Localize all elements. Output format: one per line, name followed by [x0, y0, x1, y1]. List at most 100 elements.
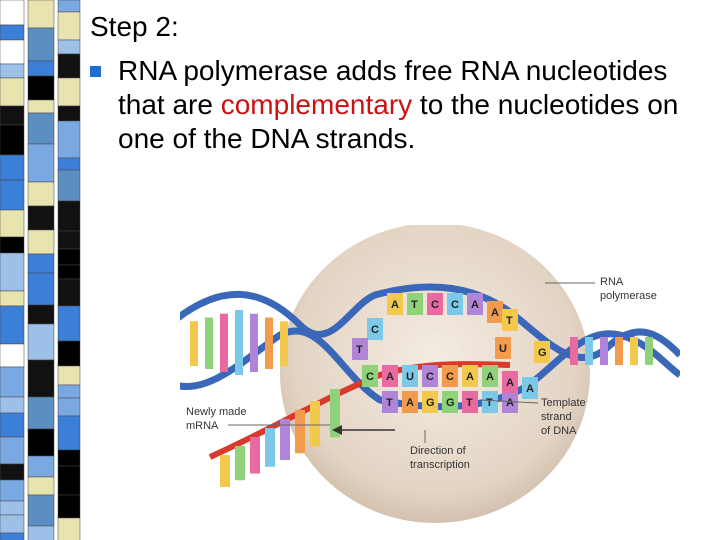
stripe-block [0, 105, 25, 126]
bullet-text-highlight: complementary [220, 89, 413, 120]
svg-text:U: U [499, 343, 507, 355]
stripe-block [27, 75, 55, 101]
stripe-block [0, 463, 25, 481]
stripe-block [57, 200, 81, 232]
nucleotide-base: U [402, 365, 418, 387]
stripe-block [57, 365, 81, 386]
stripe-block [0, 532, 25, 540]
svg-text:C: C [426, 371, 434, 383]
base-pair-rung [205, 317, 213, 369]
base-pair-rung [220, 455, 230, 487]
svg-text:A: A [506, 397, 514, 409]
stripe-block [0, 305, 25, 345]
stripe-block [27, 181, 55, 207]
nucleotide-base: C [427, 293, 443, 315]
nucleotide-base: C [362, 365, 378, 387]
nucleotide-base: C [367, 318, 383, 340]
stripe-block [0, 343, 25, 368]
stripe-block [27, 525, 55, 540]
base-pair-rung [280, 419, 290, 460]
base-pair-rung [645, 337, 653, 365]
stripe-block [0, 366, 25, 398]
stripe-block [57, 120, 81, 159]
base-pair-rung [250, 313, 258, 372]
svg-text:C: C [371, 324, 379, 336]
svg-text:T: T [411, 299, 418, 311]
stripe-block [0, 514, 25, 534]
stripe-block [57, 248, 81, 266]
label-direction-line1: Direction of [410, 445, 467, 457]
base-pair-rung [265, 428, 275, 467]
svg-text:U: U [406, 371, 414, 383]
stripe-block [57, 264, 81, 280]
stripe-block [27, 272, 55, 306]
nucleotide-base: C [422, 365, 438, 387]
base-pair-rung [630, 337, 638, 365]
stripe-block [27, 304, 55, 325]
stripe-block [0, 77, 25, 107]
stripe-block [27, 205, 55, 231]
stripe-block [57, 517, 81, 540]
nucleotide-base: T [462, 391, 478, 413]
svg-text:C: C [431, 299, 439, 311]
nucleotide-base: A [402, 391, 418, 413]
stripe-block [57, 465, 81, 496]
base-pair-rung [310, 401, 320, 447]
stripe-block [0, 154, 25, 181]
svg-text:T: T [386, 397, 393, 409]
nucleotide-base: A [482, 365, 498, 387]
stripe-block [0, 252, 25, 292]
label-template-line3: of DNA [541, 425, 577, 437]
svg-text:G: G [426, 397, 435, 409]
bullet-text: RNA polymerase adds free RNA nucleotides… [118, 54, 700, 156]
stripe-block [27, 229, 55, 255]
square-bullet-icon [90, 66, 101, 77]
stripe-block [57, 53, 81, 79]
nucleotide-base: A [502, 371, 518, 393]
base-pair-rung [585, 337, 593, 365]
base-pair-rung [570, 337, 578, 365]
stripe-block [0, 124, 25, 156]
svg-text:G: G [446, 397, 455, 409]
nucleotide-base: A [487, 301, 503, 323]
svg-text:A: A [391, 299, 399, 311]
stripe-block [27, 323, 55, 361]
nucleotide-base: A [462, 365, 478, 387]
label-template-line1: Template [541, 397, 586, 409]
stripe-block [27, 253, 55, 274]
dna-backbone-upper [180, 283, 680, 361]
svg-text:T: T [356, 344, 363, 356]
svg-text:T: T [466, 397, 473, 409]
stripe-block [27, 0, 55, 29]
stripe-block [27, 476, 55, 496]
stripe-block [0, 39, 25, 65]
stripe-block [57, 157, 81, 171]
stripe-block [57, 340, 81, 367]
nucleotide-base: G [442, 391, 458, 413]
svg-text:A: A [506, 377, 514, 389]
stripe-block [0, 479, 25, 502]
label-rna-polymerase-line2: polymerase [600, 290, 657, 302]
stripe-block [0, 236, 25, 254]
svg-text:A: A [406, 397, 414, 409]
nucleotide-base: A [382, 365, 398, 387]
stripe-block [27, 359, 55, 398]
stripe-block [57, 305, 81, 342]
stripe-block [57, 11, 81, 41]
stripe-block [57, 230, 81, 250]
nucleotide-base: C [442, 365, 458, 387]
stripe-block [27, 143, 55, 183]
stripe-block [0, 436, 25, 465]
svg-text:A: A [526, 383, 534, 395]
nucleotide-base: G [534, 341, 550, 363]
svg-text:T: T [506, 315, 513, 327]
nucleotide-base: A [387, 293, 403, 315]
stripe-block [57, 449, 81, 467]
stripe-block [27, 60, 55, 77]
svg-text:G: G [538, 347, 547, 359]
dna-base-pairs-right [570, 337, 653, 365]
stripe-block [27, 112, 55, 145]
nucleotide-base: C [447, 293, 463, 315]
base-pair-rung [235, 310, 243, 375]
label-newly-made-line1: Newly made [186, 406, 247, 418]
